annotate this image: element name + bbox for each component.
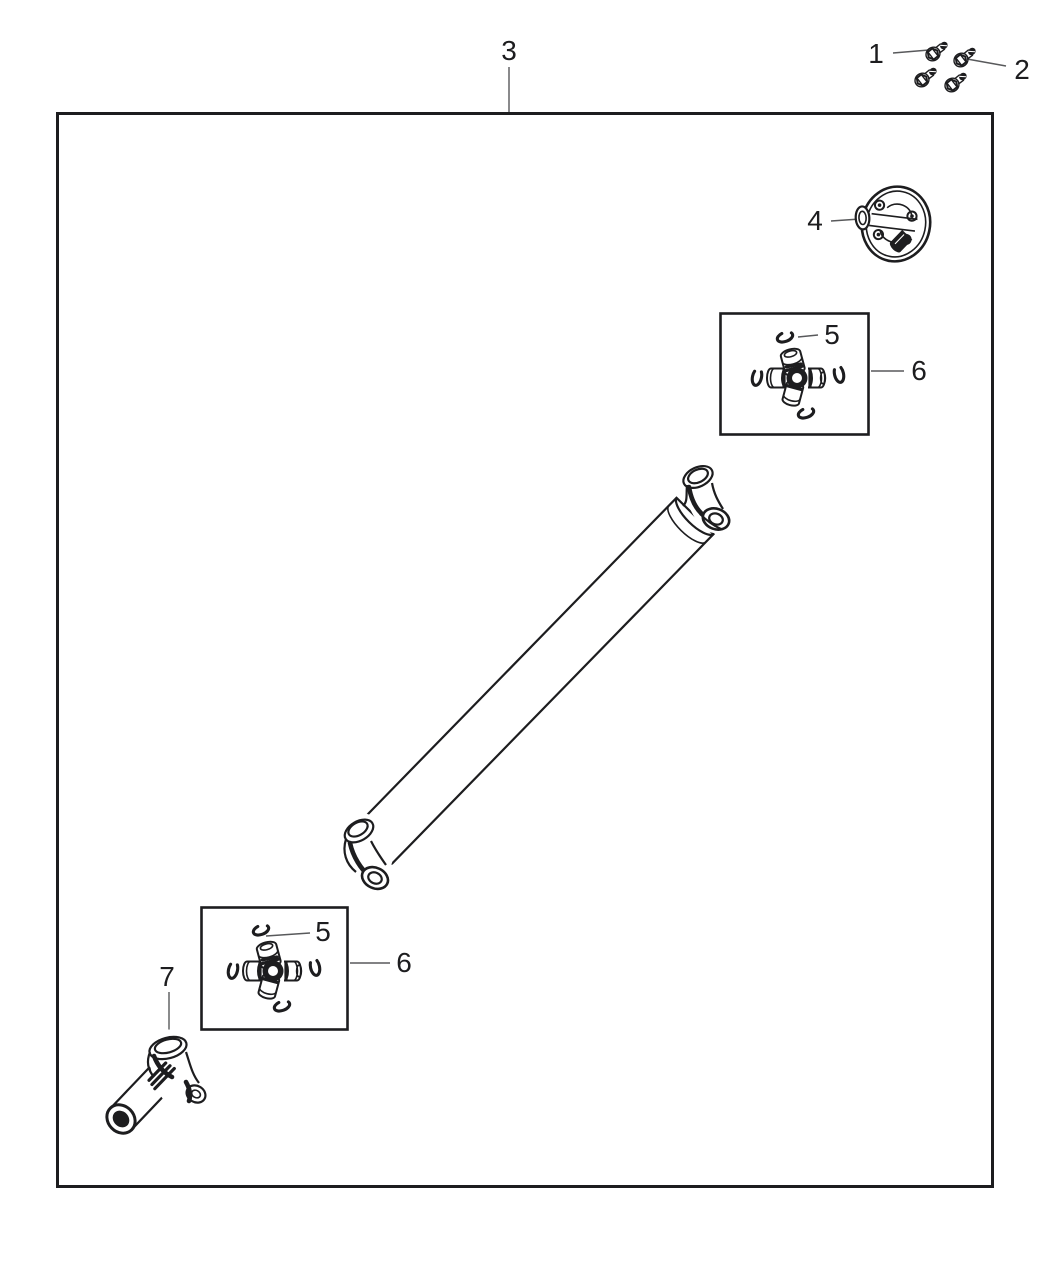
bolt-3: [911, 62, 942, 91]
slip-yoke: [105, 1029, 207, 1135]
drive-shaft: [341, 462, 736, 891]
callout-7-label: 7: [159, 961, 175, 992]
callout-5-top-label: 5: [824, 319, 840, 350]
assembly-border-box: [56, 112, 994, 1188]
leader-line-1: [892, 49, 930, 54]
slip-yoke-tube-end: [105, 1103, 137, 1135]
callout-2-label: 2: [1014, 54, 1030, 85]
companion-flange: [854, 185, 932, 263]
bolt-2: [950, 42, 981, 71]
flange-stub-shaft: [889, 229, 913, 253]
flange-bolts: [911, 36, 981, 96]
callout-5-bottom-label: 5: [315, 916, 331, 947]
drive-shaft-rear-yoke: [341, 812, 395, 891]
leader-line-2: [966, 58, 1007, 67]
bolt-4: [941, 67, 972, 96]
slip-yoke-weld-band: [147, 1061, 176, 1091]
universal-joint-bottom: [225, 921, 323, 1015]
callout-6-top-label: 6: [911, 355, 927, 386]
leader-line-5-top: [797, 334, 819, 338]
callout-1-label: 1: [868, 38, 884, 69]
bolt-1: [922, 36, 953, 65]
leader-line-5-bottom: [265, 932, 311, 937]
drive-shaft-tube: [353, 496, 716, 865]
flange-yoke-ear: [854, 205, 871, 231]
callout-6-bottom-label: 6: [396, 947, 412, 978]
ujoint-kit-box-bottom: [200, 906, 349, 1031]
callout-4-label: 4: [807, 205, 823, 236]
drive-shaft-front-yoke: [681, 462, 736, 534]
callout-3-label: 3: [501, 35, 517, 66]
ujoint-kit-box-top: [719, 312, 870, 436]
